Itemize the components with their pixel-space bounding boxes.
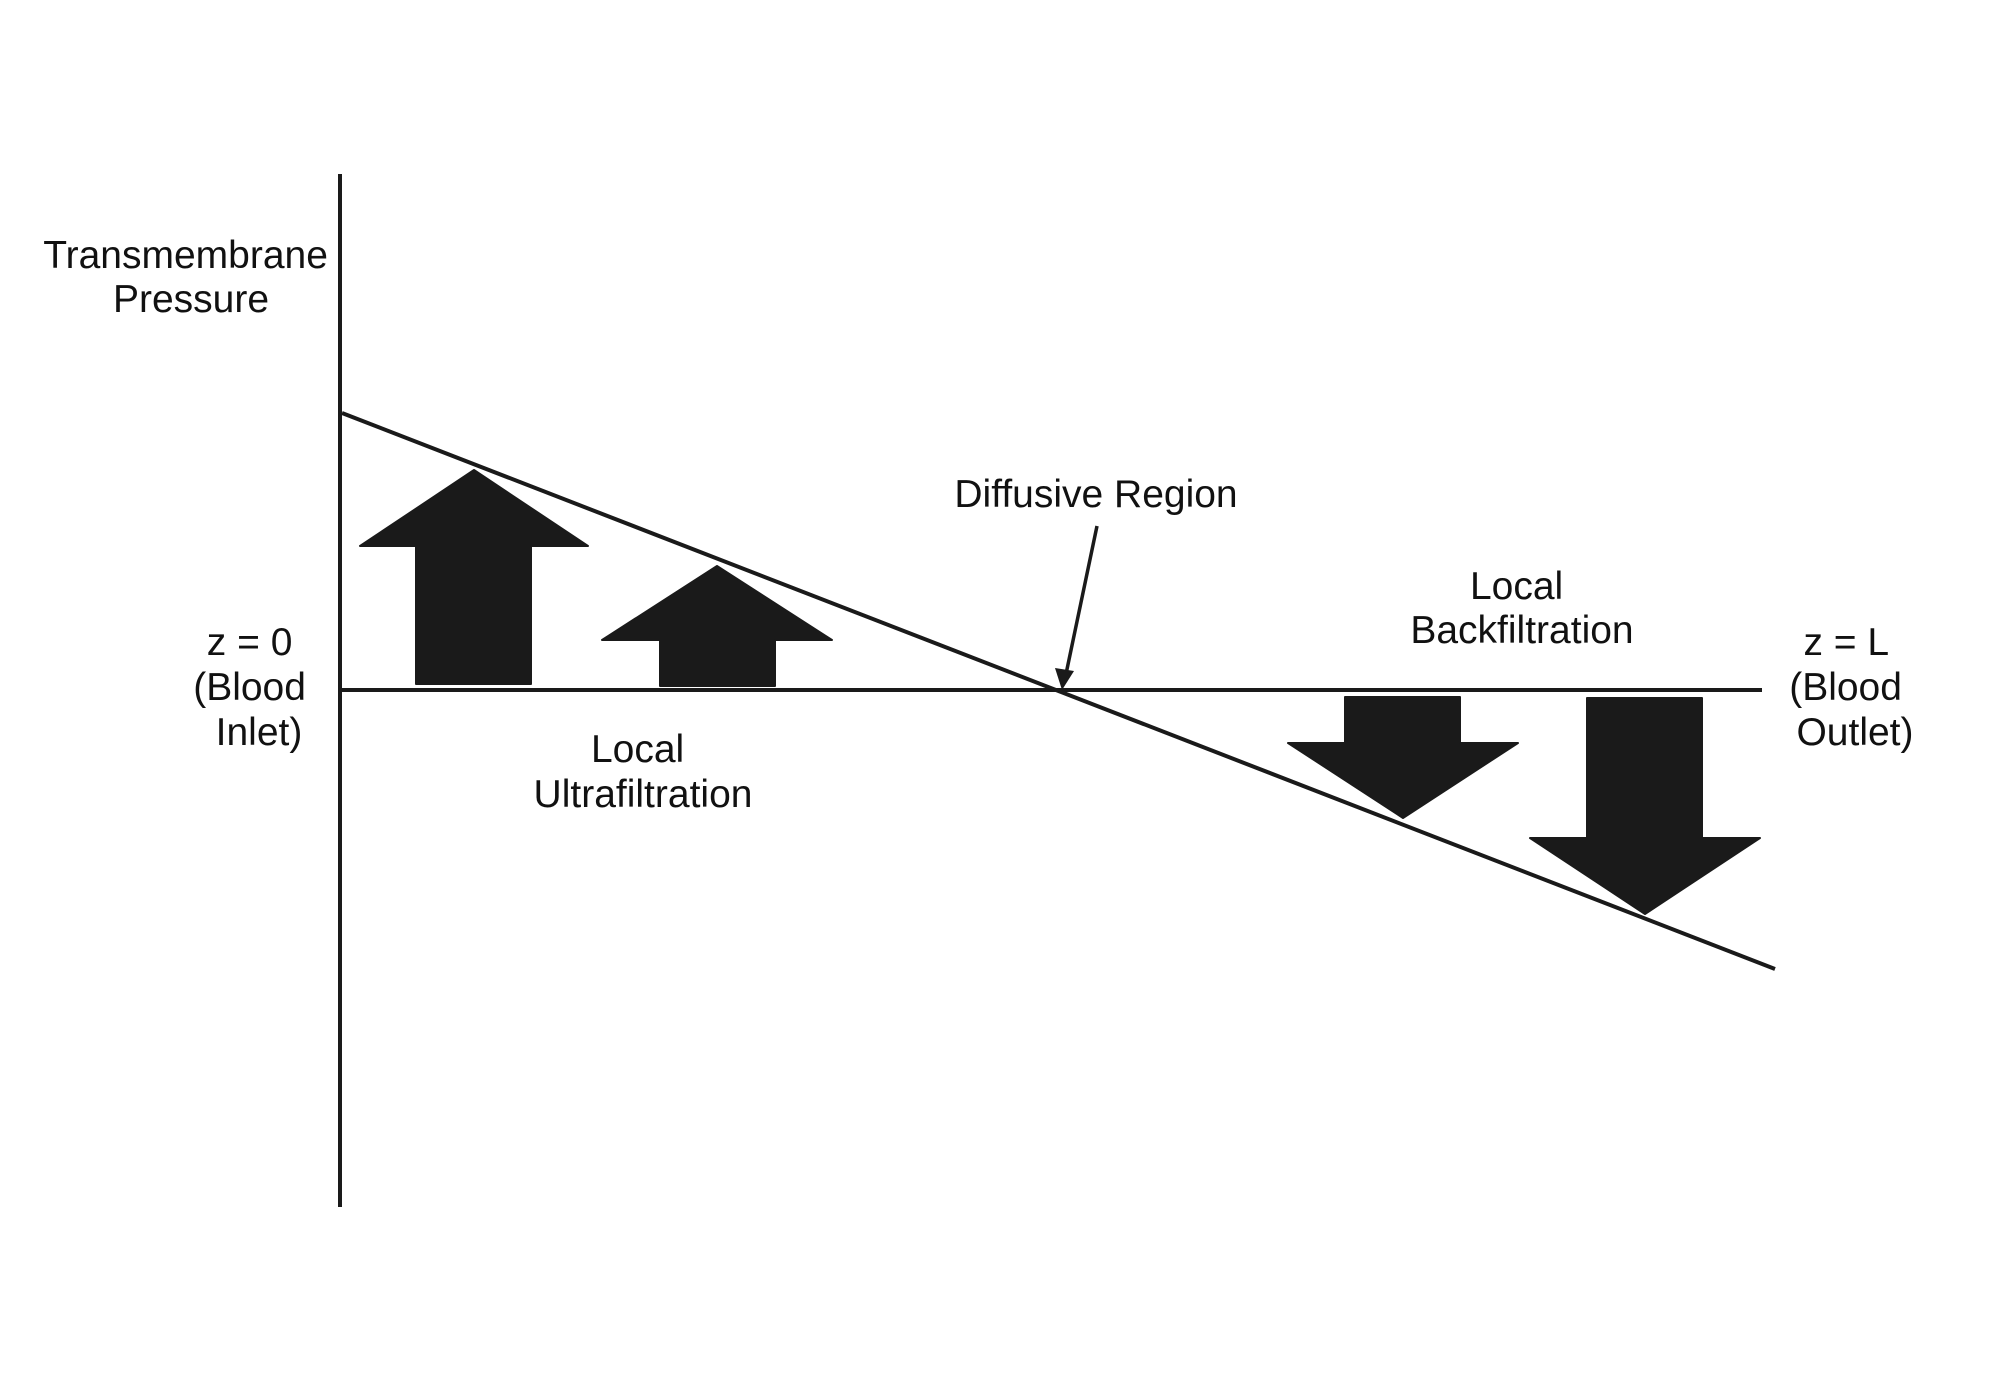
y-axis-label-line-1: Transmembrane — [43, 234, 328, 277]
inlet-label-line-2: (Blood — [193, 666, 306, 709]
ultrafiltration-label-line-1: Local — [591, 728, 684, 771]
inlet-label-line-1: z = 0 — [207, 621, 293, 664]
backfiltration-label-line-2: Backfiltration — [1410, 609, 1633, 652]
diffusive-region-label: Diffusive Region — [954, 473, 1237, 516]
y-axis-label-line-2: Pressure — [113, 278, 269, 321]
diffusive-region-pointer — [1064, 525, 1099, 675]
transmembrane-pressure-line — [341, 411, 1776, 971]
ultrafiltration-label-line-2: Ultrafiltration — [534, 773, 753, 816]
backfiltration-arrow-large — [1529, 697, 1761, 915]
outlet-label-line-2: (Blood — [1789, 666, 1902, 709]
ultrafiltration-arrow-large — [359, 469, 589, 685]
ultrafiltration-label: Local Ultrafiltration — [534, 728, 753, 816]
ultrafiltration-arrow-small — [601, 565, 833, 687]
outlet-label-line-1: z = L — [1803, 621, 1888, 664]
outlet-label-line-3: Outlet) — [1796, 711, 1913, 754]
inlet-label: z = 0 (Blood Inlet) — [193, 621, 317, 754]
diffusive-region-pointer-head — [1055, 668, 1074, 690]
backfiltration-arrow-small — [1287, 696, 1519, 819]
backfiltration-label-line-1: Local — [1470, 565, 1563, 608]
inlet-label-line-3: Inlet) — [216, 711, 303, 754]
backfiltration-label: Local Backfiltration — [1410, 565, 1633, 652]
outlet-label: z = L (Blood Outlet) — [1789, 621, 1913, 754]
y-axis-label: Transmembrane Pressure — [43, 234, 339, 321]
